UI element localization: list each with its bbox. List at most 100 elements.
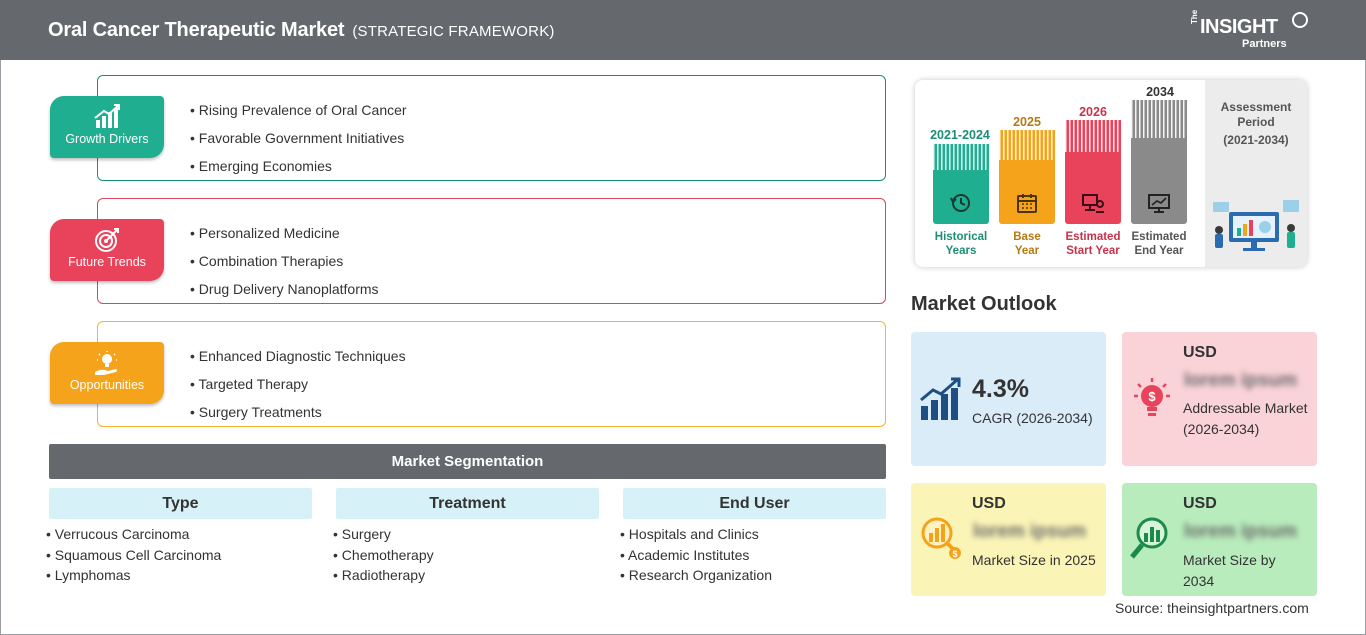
timeline-label: Historical Years <box>926 230 996 258</box>
segment-heading-treatment: Treatment <box>336 488 599 519</box>
size-2025-label: Market Size in 2025 <box>972 552 1096 568</box>
list-item: Surgery Treatments <box>190 398 406 426</box>
timeline-bar-base <box>999 160 1055 224</box>
size-2034-usd: USD <box>1183 495 1217 512</box>
future-trends-box: Personalized Medicine Combination Therap… <box>97 198 886 304</box>
market-size-2034-card: USD lorem ipsum Market Size by 2034 <box>1122 483 1317 596</box>
svg-text:$: $ <box>1148 389 1156 404</box>
segment-heading-type: Type <box>49 488 312 519</box>
timeline-label-line1: Estimated <box>1065 231 1121 243</box>
list-item: Emerging Economies <box>190 152 407 180</box>
timeline-label-line2: Year <box>1014 245 1040 257</box>
segmentation-title: Market Segmentation <box>49 444 886 479</box>
list-item: Enhanced Diagnostic Techniques <box>190 342 406 370</box>
timeline-bar-stripe <box>1131 100 1187 138</box>
logo-insight: INSIGHT <box>1200 16 1278 38</box>
page-title: Oral Cancer Therapeutic Market (STRATEGIC… <box>48 19 555 42</box>
logo-the: The <box>1190 9 1199 24</box>
list-item: Chemotherapy <box>333 545 434 566</box>
timeline-label-line2: Years <box>945 245 977 257</box>
svg-text:$: $ <box>952 549 957 559</box>
list-item: Academic Institutes <box>620 545 772 566</box>
list-item: Drug Delivery Nanoplatforms <box>190 275 379 303</box>
assessment-range: (2021-2034) <box>1223 133 1289 147</box>
logo-partners: Partners <box>1242 38 1287 50</box>
growth-drivers-list: Rising Prevalence of Oral Cancer Favorab… <box>190 96 407 180</box>
timeline-label-line2: End Year <box>1134 245 1184 257</box>
assessment-title: Assessment Period <box>1220 100 1292 129</box>
addressable-label: Addressable Market (2026-2034) <box>1183 400 1308 437</box>
list-item: Radiotherapy <box>333 565 434 586</box>
target-icon <box>95 228 119 252</box>
presentation-icon <box>1082 194 1104 213</box>
timeline-bar-stripe <box>999 130 1055 160</box>
logo-ring-icon <box>1292 12 1308 28</box>
timeline-label-line1: Estimated <box>1131 231 1187 243</box>
growth-drivers-badge: Growth Drivers <box>50 96 164 158</box>
size-2025-value-blurred: lorem ipsum <box>973 521 1086 542</box>
list-item: Combination Therapies <box>190 247 379 275</box>
addressable-market-card: $ USD lorem ipsum Addressable Market (20… <box>1122 332 1317 466</box>
title-text: Oral Cancer Therapeutic Market <box>48 19 345 41</box>
timeline-label: Estimated End Year <box>1124 230 1194 258</box>
timeline-label-line1: Historical <box>934 231 988 243</box>
list-item: Lymphomas <box>46 565 221 586</box>
timeline-label: Estimated Start Year <box>1058 230 1128 258</box>
list-item: Research Organization <box>620 565 772 586</box>
assessment-panel: Assessment Period (2021-2034) <box>1205 80 1307 267</box>
source-credit[interactable]: Source: theinsightpartners.com <box>1115 600 1309 616</box>
analytics-people-icon <box>1213 200 1299 251</box>
bar-growth-icon <box>94 104 120 128</box>
list-item: Squamous Cell Carcinoma <box>46 545 222 566</box>
badge-label: Opportunities <box>69 378 145 392</box>
timeline-bar-stripe <box>933 144 989 170</box>
timeline-year: 2026 <box>1079 105 1107 119</box>
addressable-value-blurred: lorem ipsum <box>1184 370 1297 391</box>
timeline-label-line2: Start Year <box>1066 245 1120 257</box>
segment-list-treatment: Surgery Chemotherapy Radiotherapy <box>333 524 434 586</box>
opportunities-box: Enhanced Diagnostic Techniques Targeted … <box>97 321 886 427</box>
company-logo[interactable]: The INSIGHT Partners <box>1190 9 1310 54</box>
size-2034-label: Market Size by 2034 <box>1183 552 1276 589</box>
size-2025-usd: USD <box>972 495 1006 512</box>
future-trends-badge: Future Trends <box>50 219 164 281</box>
timeline-label: Base Year <box>992 230 1062 258</box>
future-trends-list: Personalized Medicine Combination Therap… <box>190 219 379 303</box>
header-bar: Oral Cancer Therapeutic Market (STRATEGIC… <box>0 0 1366 60</box>
bulb-dollar-icon: $ <box>1134 378 1170 416</box>
badge-label: Growth Drivers <box>65 132 149 146</box>
coins-magnifier-icon: $ <box>921 517 961 559</box>
cagr-value: 4.3% <box>972 375 1029 403</box>
timeline-year: 2034 <box>1146 85 1174 99</box>
monitor-chart-icon <box>1148 194 1170 213</box>
growth-drivers-box: Rising Prevalence of Oral Cancer Favorab… <box>97 75 886 181</box>
calendar-icon <box>1017 194 1037 213</box>
list-item: Personalized Medicine <box>190 219 379 247</box>
chart-magnifier-icon <box>1130 517 1168 559</box>
market-outlook-title: Market Outlook <box>911 293 1057 315</box>
timeline-year: 2021-2024 <box>930 128 990 142</box>
segment-list-end-user: Hospitals and Clinics Academic Institute… <box>620 524 772 586</box>
timeline-label-line1: Base <box>1013 231 1041 243</box>
market-size-2025-card: $ USD lorem ipsum Market Size in 2025 <box>911 483 1106 596</box>
list-item: Favorable Government Initiatives <box>190 124 407 152</box>
timeline-bar-historical <box>933 170 989 224</box>
badge-label: Future Trends <box>68 255 146 269</box>
segment-list-type: Verrucous Carcinoma Squamous Cell Carcin… <box>46 524 222 586</box>
list-item: Verrucous Carcinoma <box>46 524 221 545</box>
list-item: Hospitals and Clinics <box>620 524 772 545</box>
list-item: Surgery <box>333 524 434 545</box>
segment-heading-end-user: End User <box>623 488 886 519</box>
timeline-year: 2025 <box>1013 115 1041 129</box>
timeline-bar-stripe <box>1065 120 1121 152</box>
history-icon <box>950 194 970 212</box>
size-2034-value-blurred: lorem ipsum <box>1184 521 1297 542</box>
growth-chart-icon <box>920 377 961 420</box>
opportunities-list: Enhanced Diagnostic Techniques Targeted … <box>190 342 406 426</box>
lightbulb-hand-icon <box>95 351 117 375</box>
list-item: Rising Prevalence of Oral Cancer <box>190 96 407 124</box>
addressable-usd: USD <box>1183 344 1217 361</box>
cagr-label: CAGR (2026-2034) <box>972 410 1093 426</box>
subtitle-text: (STRATEGIC FRAMEWORK) <box>352 23 555 40</box>
cagr-card: 4.3% CAGR (2026-2034) <box>911 332 1106 466</box>
